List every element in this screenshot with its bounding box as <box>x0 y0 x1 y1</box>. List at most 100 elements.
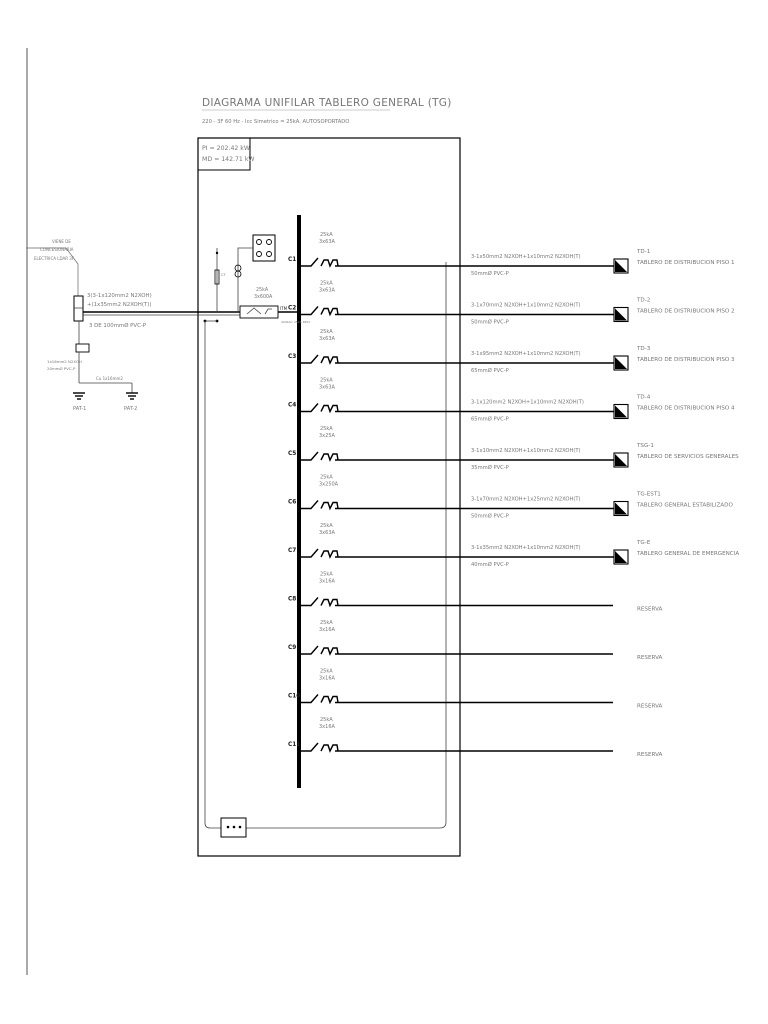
power-summary-box <box>197 137 251 171</box>
main-breaker-rating: 25kA <box>256 287 269 293</box>
circuit-id: C6 <box>288 500 296 506</box>
circuit-poles: 3x25A <box>319 433 336 439</box>
pat-1-label: PAT-1 <box>73 406 86 412</box>
circuit-id: C11 <box>288 742 300 748</box>
circuit-breaker-symbol <box>299 306 339 317</box>
max-demand: MD = 142.71 kW <box>202 156 255 163</box>
main-breaker-poles: 3x600A <box>254 294 273 300</box>
circuit-rating: 25kA <box>320 232 333 238</box>
ground-link-label: Cu 1x16mm2 <box>96 376 123 381</box>
destination-name: TABLERO DE SERVICIOS GENERALES <box>636 454 739 460</box>
source-label-line3: ELECTRICA LDAR 3F <box>34 256 75 261</box>
circuit-rating: 25kA <box>320 475 333 481</box>
circuit-rating: 25kA <box>320 426 333 432</box>
circuit-cable: 3-1x95mm2 N2XOH+1x10mm2 N2XOH(T) <box>471 351 581 357</box>
circuit-poles: 3x63A <box>319 288 336 294</box>
circuit-rating: 25kA <box>320 669 333 675</box>
circuit-rating: 25kA <box>320 281 333 287</box>
circuit-rating: 25kA <box>320 329 333 335</box>
fuse-symbol <box>214 269 220 285</box>
svg-text:CT: CT <box>221 273 226 277</box>
feed-duct: 3 DE 100mmØ PVC-P <box>89 322 147 329</box>
main-breaker-tag: ITM <box>280 306 288 311</box>
analyzer-box <box>252 234 276 262</box>
distribution-board-fill <box>615 405 627 418</box>
circuit-rating: 25kA <box>320 572 333 578</box>
circuit-breaker-symbol <box>299 257 339 268</box>
feed-cable-line1: 3(3-1x120mm2 N2XOH) <box>87 293 152 299</box>
circuit-poles: 3x16A <box>319 724 336 730</box>
circuit-id: C2 <box>288 306 296 312</box>
circuit-breaker-symbol <box>299 548 339 559</box>
distribution-board-fill <box>615 454 627 466</box>
circuit-poles: 3x63A <box>319 239 336 245</box>
reserve-label: RESERVA <box>637 607 663 613</box>
destination-code: TD-1 <box>636 249 651 255</box>
destination-code: TD-2 <box>636 298 650 304</box>
circuit-id: C9 <box>288 645 296 651</box>
circuit-id: C5 <box>288 451 296 457</box>
destination-code: TSG-1 <box>636 443 654 449</box>
ground-box <box>75 343 90 353</box>
circuit-id: C3 <box>288 354 296 360</box>
circuit-poles: 3x16A <box>319 579 336 585</box>
circuit-id: C8 <box>288 597 296 603</box>
destination-code: TD-4 <box>636 395 651 401</box>
circuit-rating: 25kA <box>320 717 333 723</box>
distribution-board-fill <box>615 260 627 272</box>
circuit-breaker-symbol <box>299 403 339 414</box>
destination-name: TABLERO DE DISTRIBUCION PISO 3 <box>636 357 735 363</box>
circuit-rating: 25kA <box>320 378 333 384</box>
destination-code: TG-E <box>636 540 651 546</box>
circuit-id: C4 <box>288 403 296 409</box>
circuit-cable: 3-1x70mm2 N2XOH+1x25mm2 N2XOH(T) <box>471 497 581 503</box>
circuit-duct: 65mmØ PVC-P <box>471 367 509 374</box>
distribution-board-fill <box>615 502 627 515</box>
destination-name: TABLERO DE DISTRIBUCION PISO 2 <box>636 309 735 315</box>
circuit-duct: 65mmØ PVC-P <box>471 416 509 423</box>
board-enclosure <box>197 137 461 857</box>
ground-cable-line1: 1x16mm2 N2XOH <box>47 359 82 364</box>
circuit-cable: 3-1x35mm2 N2XOH+1x10mm2 N2XOH(T) <box>471 545 581 551</box>
destination-code: TG-EST1 <box>636 492 661 498</box>
circuit-breaker-symbol <box>299 742 339 753</box>
circuit-poles: 3x63A <box>319 385 336 391</box>
destination-name: TABLERO GENERAL DE EMERGENCIA <box>636 551 739 557</box>
main-breaker-group: 25kA 3x600A ITM 400kAic 25kA 380V CT <box>203 234 311 324</box>
circuit-duct: 50mmØ PVC-P <box>471 319 509 326</box>
destination-code: TD-3 <box>636 346 651 352</box>
installed-power: PI = 202.42 kW <box>202 145 250 152</box>
reserve-label: RESERVA <box>637 752 663 758</box>
circuit-rating: 25kA <box>320 620 333 626</box>
main-breaker-note: 400kAic 25kA 380V <box>281 320 311 324</box>
source-label-line2: CONCESIONARIA <box>40 247 74 252</box>
ground-cable-line2: 20mmØ PVC-P <box>47 366 76 371</box>
circuit-duct: 35mmØ PVC-P <box>471 464 509 471</box>
diagram-title: DIAGRAMA UNIFILAR TABLERO GENERAL (TG) <box>202 97 452 109</box>
diagram-subtitle: 220 - 3F 60 Hz - Icc Simetrico = 25kA. A… <box>202 119 349 125</box>
circuit-breaker-symbol <box>299 597 339 608</box>
circuit-id: C10 <box>288 694 300 700</box>
circuit-duct: 40mmØ PVC-P <box>471 561 509 568</box>
distribution-board-fill <box>615 551 627 563</box>
source-label-line1: VIENE DE <box>52 239 71 244</box>
pat-2-label: PAT-2 <box>124 406 137 412</box>
meter-cabinet <box>73 295 84 322</box>
destination-name: TABLERO DE DISTRIBUCION PISO 1 <box>636 260 735 266</box>
destination-name: TABLERO DE DISTRIBUCION PISO 4 <box>636 406 735 412</box>
ground-return-path-right <box>246 262 447 829</box>
incoming-feed: VIENE DE CONCESIONARIA ELECTRICA LDAR 3F… <box>26 239 240 412</box>
circuit-breaker-symbol <box>299 451 339 462</box>
destination-name: TABLERO GENERAL ESTABILIZADO <box>636 503 733 509</box>
circuit-poles: 3x16A <box>319 676 336 682</box>
circuit-id: C1 <box>288 257 296 263</box>
circuit-poles: 3x63A <box>319 336 336 342</box>
reserve-label: RESERVA <box>637 704 663 710</box>
circuit-breaker-symbol <box>299 500 339 511</box>
distribution-board-fill <box>615 308 627 321</box>
circuit-id: C7 <box>288 548 296 554</box>
circuit-duct: 50mmØ PVC-P <box>471 513 509 520</box>
distribution-board-fill <box>615 357 627 369</box>
circuit-breaker-symbol <box>299 354 339 365</box>
